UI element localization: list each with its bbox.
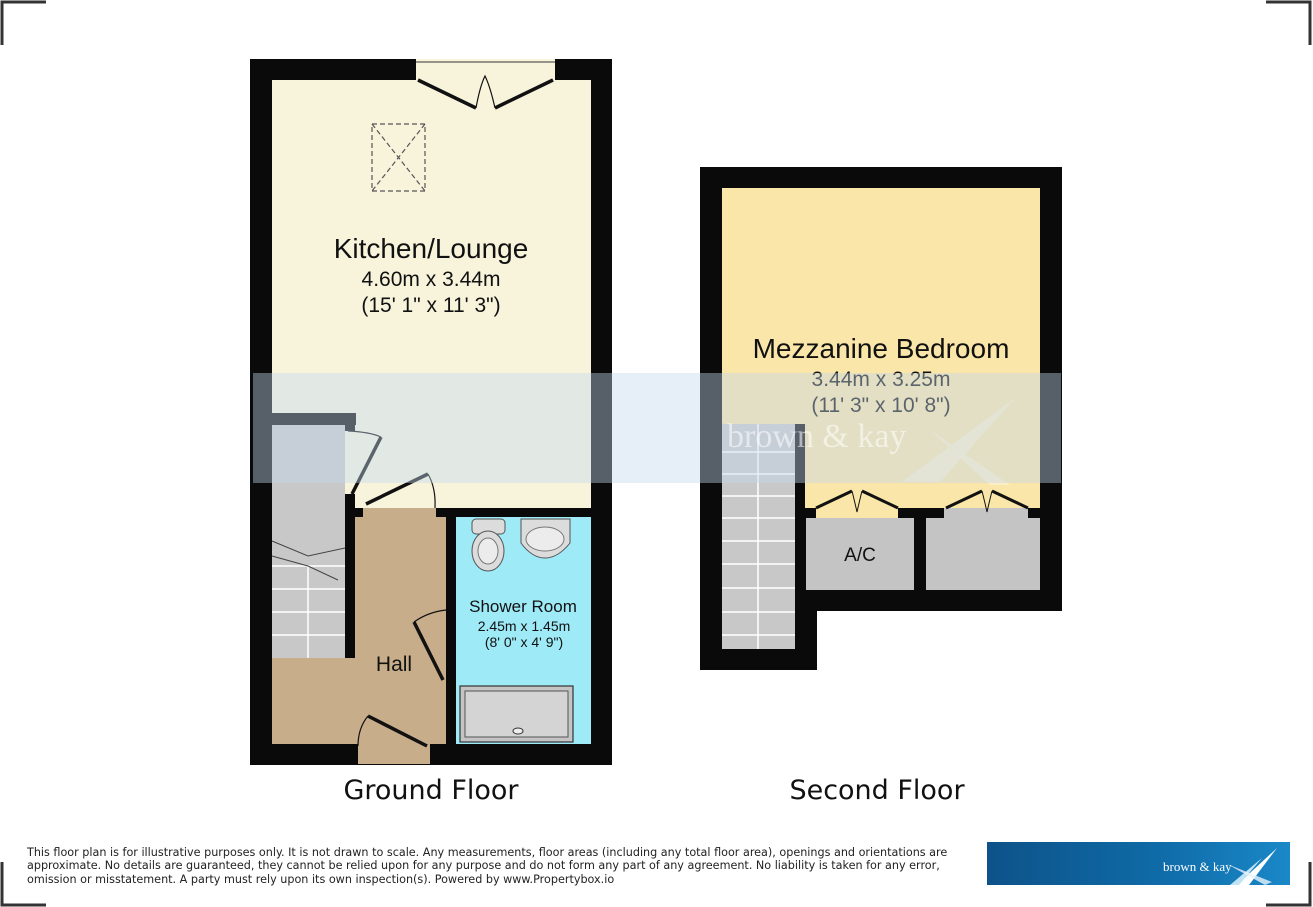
brand-logo-icon (902, 398, 1015, 485)
watermark-band (253, 373, 1061, 483)
second-floor-label: Second Floor (789, 775, 965, 806)
ground-floor-label: Ground Floor (343, 775, 519, 806)
hall-name: Hall (376, 653, 412, 676)
watermark-text: brown & kay (727, 418, 907, 455)
shower-room-imperial: (8' 0" x 4' 9") (485, 634, 563, 650)
disclaimer-text: This floor plan is for illustrative purp… (27, 846, 948, 886)
double-door-icon (815, 489, 1029, 513)
toilet-icon (471, 518, 506, 572)
shower-room-name: Shower Room (469, 597, 577, 616)
brand-banner: brown & kay (987, 842, 1290, 885)
door-swing-icon (347, 430, 447, 748)
kitchen-lounge-name: Kitchen/Lounge (334, 233, 529, 264)
brand-logo-icon (1227, 848, 1277, 885)
mezzanine-bedroom-metric: 3.44m x 3.25m (812, 368, 951, 391)
skylight-icon (371, 123, 426, 192)
mezzanine-bedroom-name: Mezzanine Bedroom (753, 333, 1010, 364)
basin-icon (520, 518, 571, 559)
shower-tray-icon (459, 685, 574, 743)
kitchen-lounge-metric: 4.60m x 3.44m (362, 268, 501, 291)
mezzanine-bedroom-imperial: (11' 3" x 10' 8") (811, 394, 950, 417)
storage-cupboard (926, 518, 1040, 590)
ac-cupboard (806, 518, 914, 590)
shower-room-metric: 2.45m x 1.45m (478, 618, 571, 634)
ground-floor-plan: Kitchen/Lounge 4.60m x 3.44m (15' 1" x 1… (250, 59, 612, 765)
double-door-icon (417, 78, 554, 110)
brand-name: brown & kay (1163, 859, 1232, 874)
kitchen-lounge-imperial: (15' 1" x 11' 3") (361, 294, 500, 317)
ac-cupboard-label: A/C (844, 545, 876, 566)
second-floor-plan: Mezzanine Bedroom 3.44m x 3.25m (11' 3" … (700, 167, 1062, 670)
